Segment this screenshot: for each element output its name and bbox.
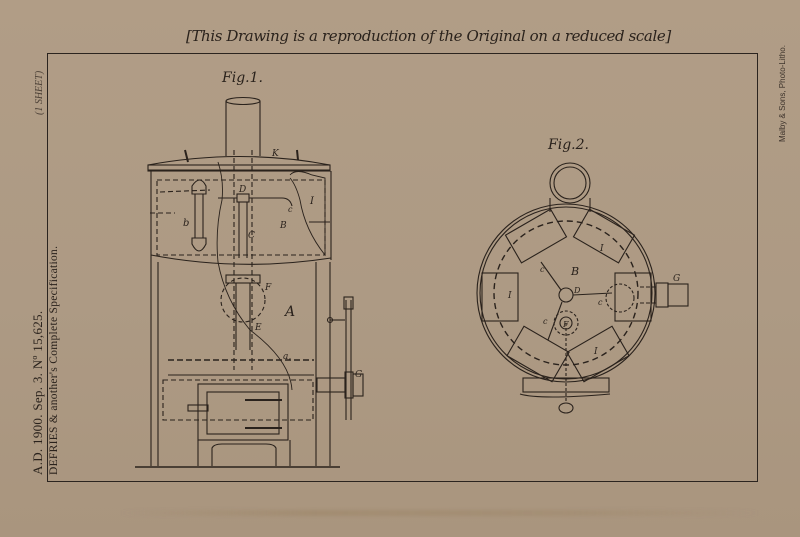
svg-text:F: F	[264, 283, 272, 293]
svg-text:I: I	[507, 291, 512, 301]
fig1-label-K: K	[271, 149, 280, 159]
svg-text:I: I	[599, 244, 604, 254]
drawing-frame	[47, 53, 758, 482]
svg-text:A: A	[283, 304, 295, 320]
svg-text:B: B	[279, 221, 287, 231]
svg-text:I: I	[593, 347, 598, 357]
svg-text:c: c	[598, 298, 603, 307]
svg-text:F: F	[562, 320, 569, 329]
svg-text:D: D	[573, 286, 581, 295]
svg-text:C: C	[248, 231, 255, 241]
svg-text:E: E	[254, 323, 262, 333]
svg-text:D: D	[238, 185, 246, 195]
svg-text:G: G	[673, 274, 680, 284]
svg-text:c: c	[288, 205, 293, 214]
fig2-caption: Fig.2.	[548, 137, 589, 153]
svg-text:G: G	[355, 370, 362, 380]
paper-stain	[120, 510, 760, 516]
svg-text:I: I	[309, 196, 315, 207]
svg-text:c: c	[543, 317, 548, 326]
svg-text:B: B	[570, 265, 579, 278]
fig1-caption: Fig.1.	[222, 70, 263, 86]
svg-text:c: c	[540, 265, 545, 274]
svg-text:a,: a,	[283, 352, 291, 362]
svg-text:b: b	[183, 218, 189, 229]
